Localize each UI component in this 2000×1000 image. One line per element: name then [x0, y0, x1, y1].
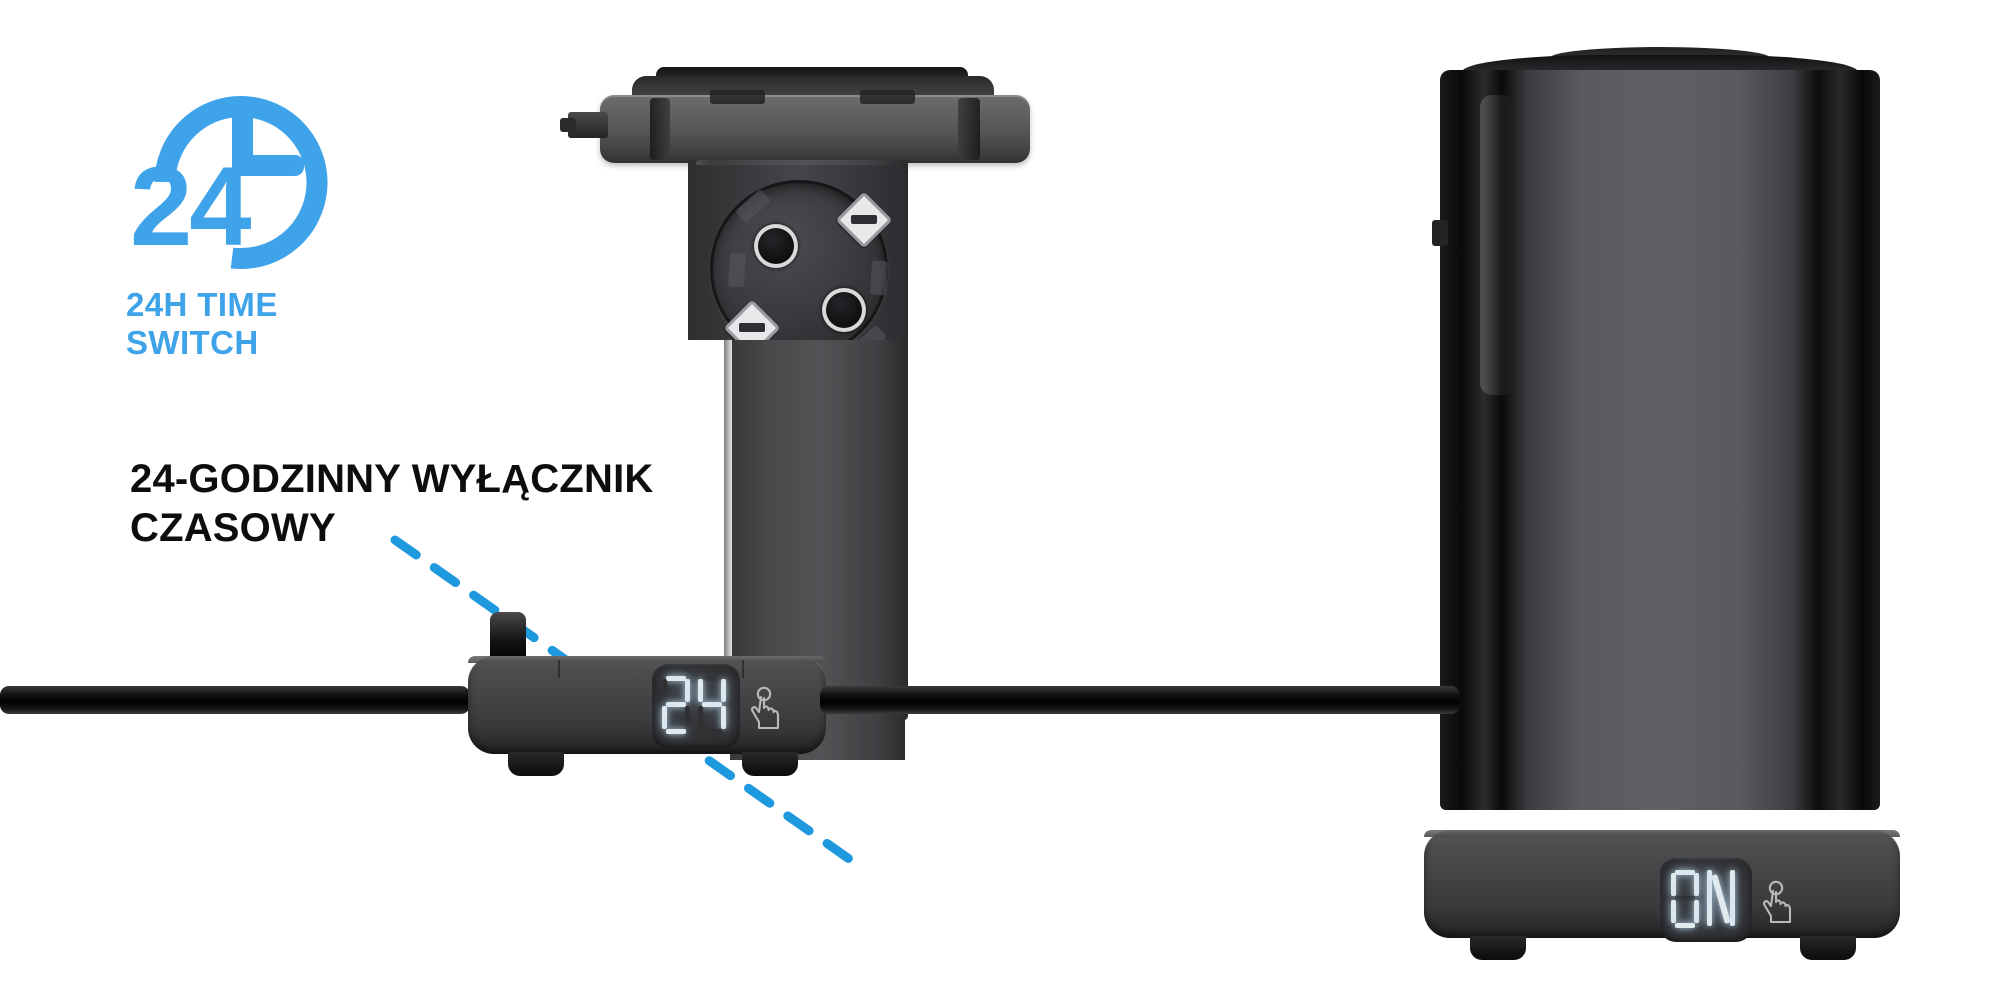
led-char-N	[1707, 870, 1735, 928]
touch-hand-icon-right	[1763, 880, 1792, 924]
led-digit-4	[698, 676, 726, 734]
top-cap-shade-right	[958, 98, 980, 160]
svg-text:24: 24	[130, 144, 251, 269]
device-left-foot-2	[742, 752, 798, 776]
cylinder-side-tab	[1432, 220, 1448, 246]
top-cap-notch-right	[860, 90, 915, 104]
ground-clip-slot-upper	[851, 215, 877, 224]
led-display-left[interactable]: 24	[652, 664, 740, 748]
socket-notch-2	[727, 252, 747, 288]
socket-pin-hole-1	[754, 224, 798, 268]
cylinder-body	[1440, 70, 1880, 810]
badge-label-line2: SWITCH	[126, 324, 259, 361]
cutaway-edge-shadow	[724, 340, 734, 725]
device-left-cutaway	[560, 40, 1080, 970]
badge-24h-time-switch: 24 24H TIME SWITCH	[120, 70, 420, 360]
touch-hand-icon-left	[751, 686, 780, 730]
device-right-base-top-edge	[1424, 830, 1900, 837]
callout-line-1: 24-GODZINNY WYŁĄCZNIK	[130, 457, 654, 501]
base-seam-left-2	[742, 660, 744, 678]
ground-clip-slot-lower	[739, 323, 765, 332]
clock-24h-icon: 24	[130, 96, 328, 270]
device-left-base	[468, 656, 826, 754]
device-left-base-top-edge	[468, 656, 826, 663]
power-cord-left-outgoing	[0, 686, 470, 714]
device-right-foot-2	[1800, 936, 1856, 960]
callout-line-2: CZASOWY	[130, 505, 336, 550]
device-right-intact	[1420, 35, 1900, 970]
power-cord-right-incoming	[1040, 686, 1460, 714]
device-left-foot-1	[508, 752, 564, 776]
badge-label-line1: 24H TIME	[126, 286, 278, 323]
led-digit-2	[662, 676, 690, 734]
top-cap-notch-left	[710, 90, 765, 104]
led-char-O	[1671, 870, 1699, 928]
callout-text: 24-GODZINNY WYŁĄCZNIK CZASOWY	[130, 455, 830, 553]
base-seam-left-1	[558, 660, 560, 678]
top-cap-screw-tip	[560, 118, 576, 132]
top-cap-shade-left	[650, 98, 670, 160]
socket-notch-4	[869, 260, 889, 296]
device-right-foot-1	[1470, 936, 1526, 960]
socket-pin-hole-2	[822, 288, 866, 332]
led-display-right[interactable]: ON	[1660, 858, 1752, 942]
